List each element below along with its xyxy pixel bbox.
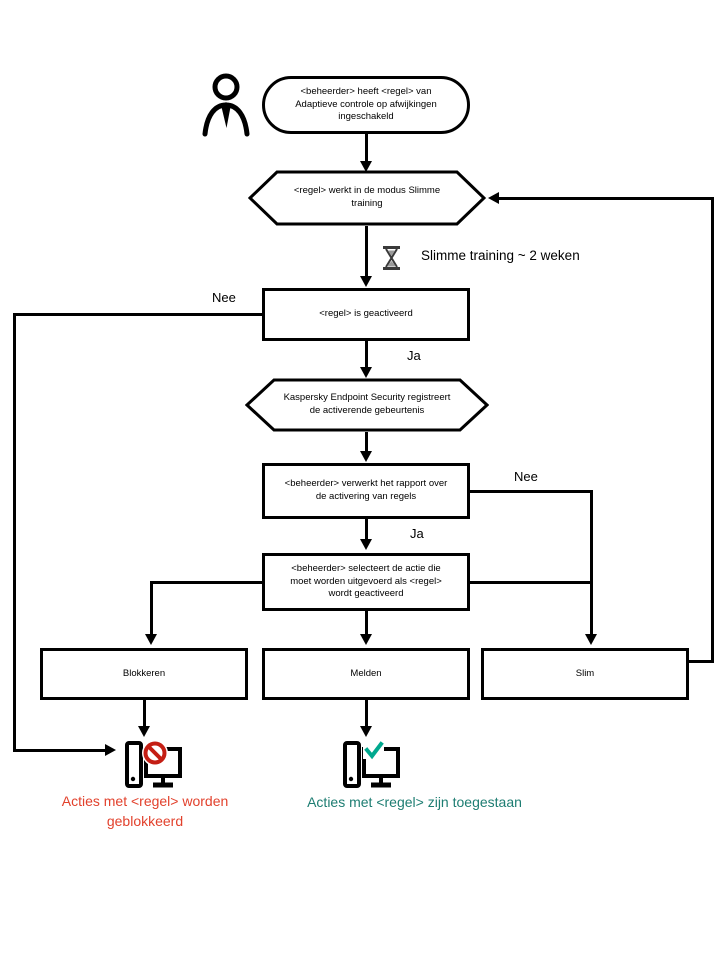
connector-line bbox=[470, 581, 593, 584]
result-blocked-text: Acties met <regel> worden geblokkeerd bbox=[61, 793, 229, 830]
connector-line bbox=[499, 197, 714, 200]
connector-line bbox=[711, 197, 714, 663]
node-registers: Kaspersky Endpoint Security registreert … bbox=[245, 378, 489, 432]
node-activated: <regel> is geactiveerd bbox=[262, 288, 470, 341]
training-duration-label: Slimme training ~ 2 weken bbox=[421, 248, 580, 263]
connector-line bbox=[13, 313, 262, 316]
connector-line bbox=[365, 134, 368, 162]
edge-label-ja: Ja bbox=[410, 526, 424, 541]
arrowhead-down bbox=[360, 539, 372, 550]
arrowhead-down bbox=[585, 634, 597, 645]
edge-label-ja: Ja bbox=[407, 348, 421, 363]
connector-line bbox=[365, 700, 368, 726]
arrowhead-down bbox=[360, 726, 372, 737]
hexagon-shape bbox=[245, 378, 489, 432]
connector-line bbox=[365, 341, 368, 368]
node-inform: Melden bbox=[262, 648, 470, 700]
node-start: <beheerder> heeft <regel> van Adaptieve … bbox=[262, 76, 470, 134]
checkmark-icon bbox=[363, 741, 384, 760]
connector-line bbox=[590, 490, 593, 634]
connector-line bbox=[365, 611, 368, 634]
arrowhead-down bbox=[138, 726, 150, 737]
result-allowed-text: Acties met <regel> zijn toegestaan bbox=[307, 794, 522, 810]
connector-line bbox=[365, 432, 368, 452]
hourglass-icon bbox=[383, 246, 400, 270]
arrowhead-down bbox=[360, 161, 372, 172]
connector-line bbox=[150, 581, 262, 584]
computer-allowed-icon bbox=[343, 741, 400, 788]
arrowhead-right bbox=[105, 744, 116, 756]
edge-label-nee: Nee bbox=[514, 469, 538, 484]
node-mode: <regel> werkt in de modus Slimme trainin… bbox=[248, 170, 486, 226]
edge-label-nee: Nee bbox=[212, 290, 236, 305]
node-mode-label: <regel> werkt in de modus Slimme trainin… bbox=[293, 185, 441, 209]
arrowhead-down bbox=[360, 276, 372, 287]
computer-blocked-icon bbox=[125, 740, 182, 788]
connector-line bbox=[13, 749, 105, 752]
connector-line bbox=[13, 313, 16, 751]
arrowhead-down bbox=[360, 451, 372, 462]
node-block: Blokkeren bbox=[40, 648, 248, 700]
connector-line bbox=[689, 660, 714, 663]
arrowhead-down bbox=[360, 634, 372, 645]
node-registers-label: Kaspersky Endpoint Security registreert … bbox=[283, 392, 451, 416]
hexagon-shape bbox=[248, 170, 486, 226]
node-select-action: <beheerder> selecteert de actie die moet… bbox=[262, 553, 470, 611]
connector-line bbox=[470, 490, 593, 493]
arrowhead-down bbox=[360, 367, 372, 378]
connector-line bbox=[143, 700, 146, 726]
connector-line bbox=[365, 519, 368, 540]
node-report: <beheerder> verwerkt het rapport over de… bbox=[262, 463, 470, 519]
node-smart: Slim bbox=[481, 648, 689, 700]
connector-line bbox=[365, 226, 368, 277]
arrowhead-down bbox=[145, 634, 157, 645]
arrowhead-left bbox=[488, 192, 499, 204]
connector-line bbox=[150, 581, 153, 634]
person-icon bbox=[202, 73, 250, 137]
prohibition-icon bbox=[142, 740, 168, 766]
